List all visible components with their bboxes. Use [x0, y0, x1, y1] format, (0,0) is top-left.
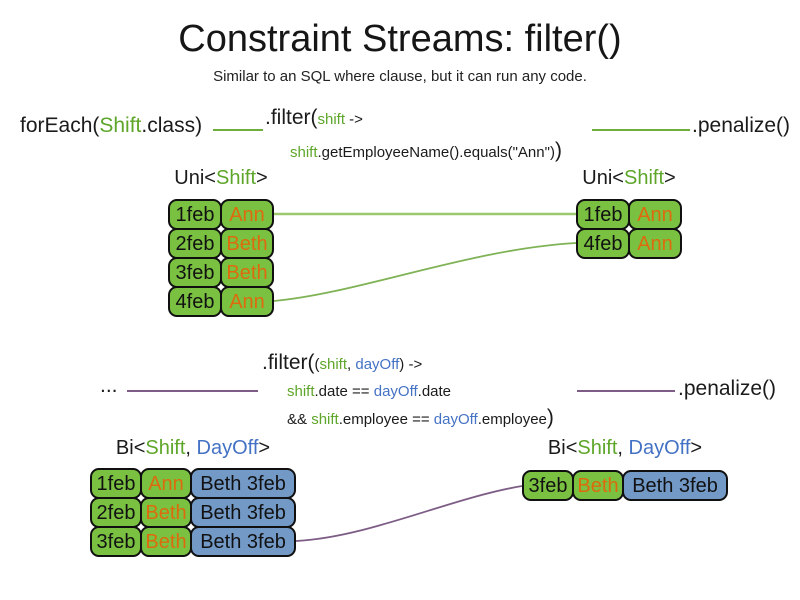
shift-employee-cell: Ann	[220, 286, 274, 317]
uni-right-table: 1feb Ann 4feb Ann	[576, 199, 682, 259]
shift-date-cell: 1feb	[168, 199, 222, 230]
connector-bi-3feb	[295, 485, 523, 542]
shift-employee-cell: Ann	[140, 468, 192, 499]
table-row: 3feb Beth Beth 3feb	[522, 470, 728, 501]
bi-left-label: Bi<Shift, DayOff>	[115, 437, 271, 459]
shift-param-token: shift	[317, 111, 346, 128]
bi-left-table: 1feb Ann Beth 3feb 2feb Beth Beth 3feb 3…	[90, 468, 296, 557]
filter2-body-line2: && shift.employee == dayOff.employee)	[287, 406, 554, 429]
shift-date-cell: 4feb	[576, 228, 630, 259]
uni-left-label: Uni<Shift>	[174, 167, 268, 189]
shift-date-cell: 2feb	[168, 228, 222, 259]
shift-date-cell: 1feb	[90, 468, 142, 499]
filter2-body-line1: shift.date == dayOff.date	[287, 383, 452, 400]
shift-employee-cell: Beth	[140, 526, 192, 557]
connector-uni-4feb	[273, 242, 577, 302]
penalize1-call: .penalize()	[692, 114, 791, 137]
filter2-head: .filter((shift, dayOff) ->	[262, 351, 423, 374]
dayoff-cell: Beth 3feb	[622, 470, 728, 501]
bi-source-ellipsis: ...	[100, 374, 118, 397]
table-row: 4feb Ann	[576, 228, 682, 259]
shift-date-cell: 2feb	[90, 497, 142, 528]
uni-left-table: 1feb Ann 2feb Beth 3feb Beth 4feb Ann	[168, 199, 274, 317]
table-row: 1feb Ann	[576, 199, 682, 230]
bi-right-table: 3feb Beth Beth 3feb	[522, 470, 728, 501]
shift-employee-cell: Beth	[220, 228, 274, 259]
uni-right-label: Uni<Shift>	[582, 167, 676, 189]
table-row: 3feb Beth	[168, 257, 274, 288]
bi-right-label: Bi<Shift, DayOff>	[547, 437, 703, 459]
shift-employee-cell: Ann	[220, 199, 274, 230]
shift-employee-cell: Ann	[628, 199, 682, 230]
shift-param-token: shift	[319, 356, 348, 373]
shift-employee-cell: Beth	[140, 497, 192, 528]
table-row: 2feb Beth Beth 3feb	[90, 497, 296, 528]
dayoff-cell: Beth 3feb	[190, 526, 296, 557]
shift-date-cell: 1feb	[576, 199, 630, 230]
shift-employee-cell: Beth	[220, 257, 274, 288]
shift-employee-cell: Beth	[572, 470, 624, 501]
table-row: 3feb Beth Beth 3feb	[90, 526, 296, 557]
dayoff-cell: Beth 3feb	[190, 497, 296, 528]
penalize2-call: .penalize()	[678, 377, 777, 400]
table-row: 1feb Ann	[168, 199, 274, 230]
shift-date-cell: 3feb	[90, 526, 142, 557]
shift-date-cell: 3feb	[522, 470, 574, 501]
page-subtitle: Similar to an SQL where clause, but it c…	[213, 68, 587, 85]
shift-employee-cell: Ann	[628, 228, 682, 259]
shift-class-token: Shift	[99, 114, 142, 137]
dayoff-param-token: dayOff	[355, 356, 400, 373]
table-row: 4feb Ann	[168, 286, 274, 317]
filter1-body: shift.getEmployeeName().equals("Ann"))	[290, 139, 562, 162]
shift-param-token: shift	[290, 144, 318, 161]
page-title: Constraint Streams: filter()	[178, 18, 622, 60]
table-row: 2feb Beth	[168, 228, 274, 259]
dayoff-cell: Beth 3feb	[190, 468, 296, 499]
shift-date-cell: 3feb	[168, 257, 222, 288]
shift-date-cell: 4feb	[168, 286, 222, 317]
filter1-head: .filter(shift ->	[265, 106, 363, 129]
table-row: 1feb Ann Beth 3feb	[90, 468, 296, 499]
foreach-call: forEach(Shift.class)	[20, 114, 203, 137]
